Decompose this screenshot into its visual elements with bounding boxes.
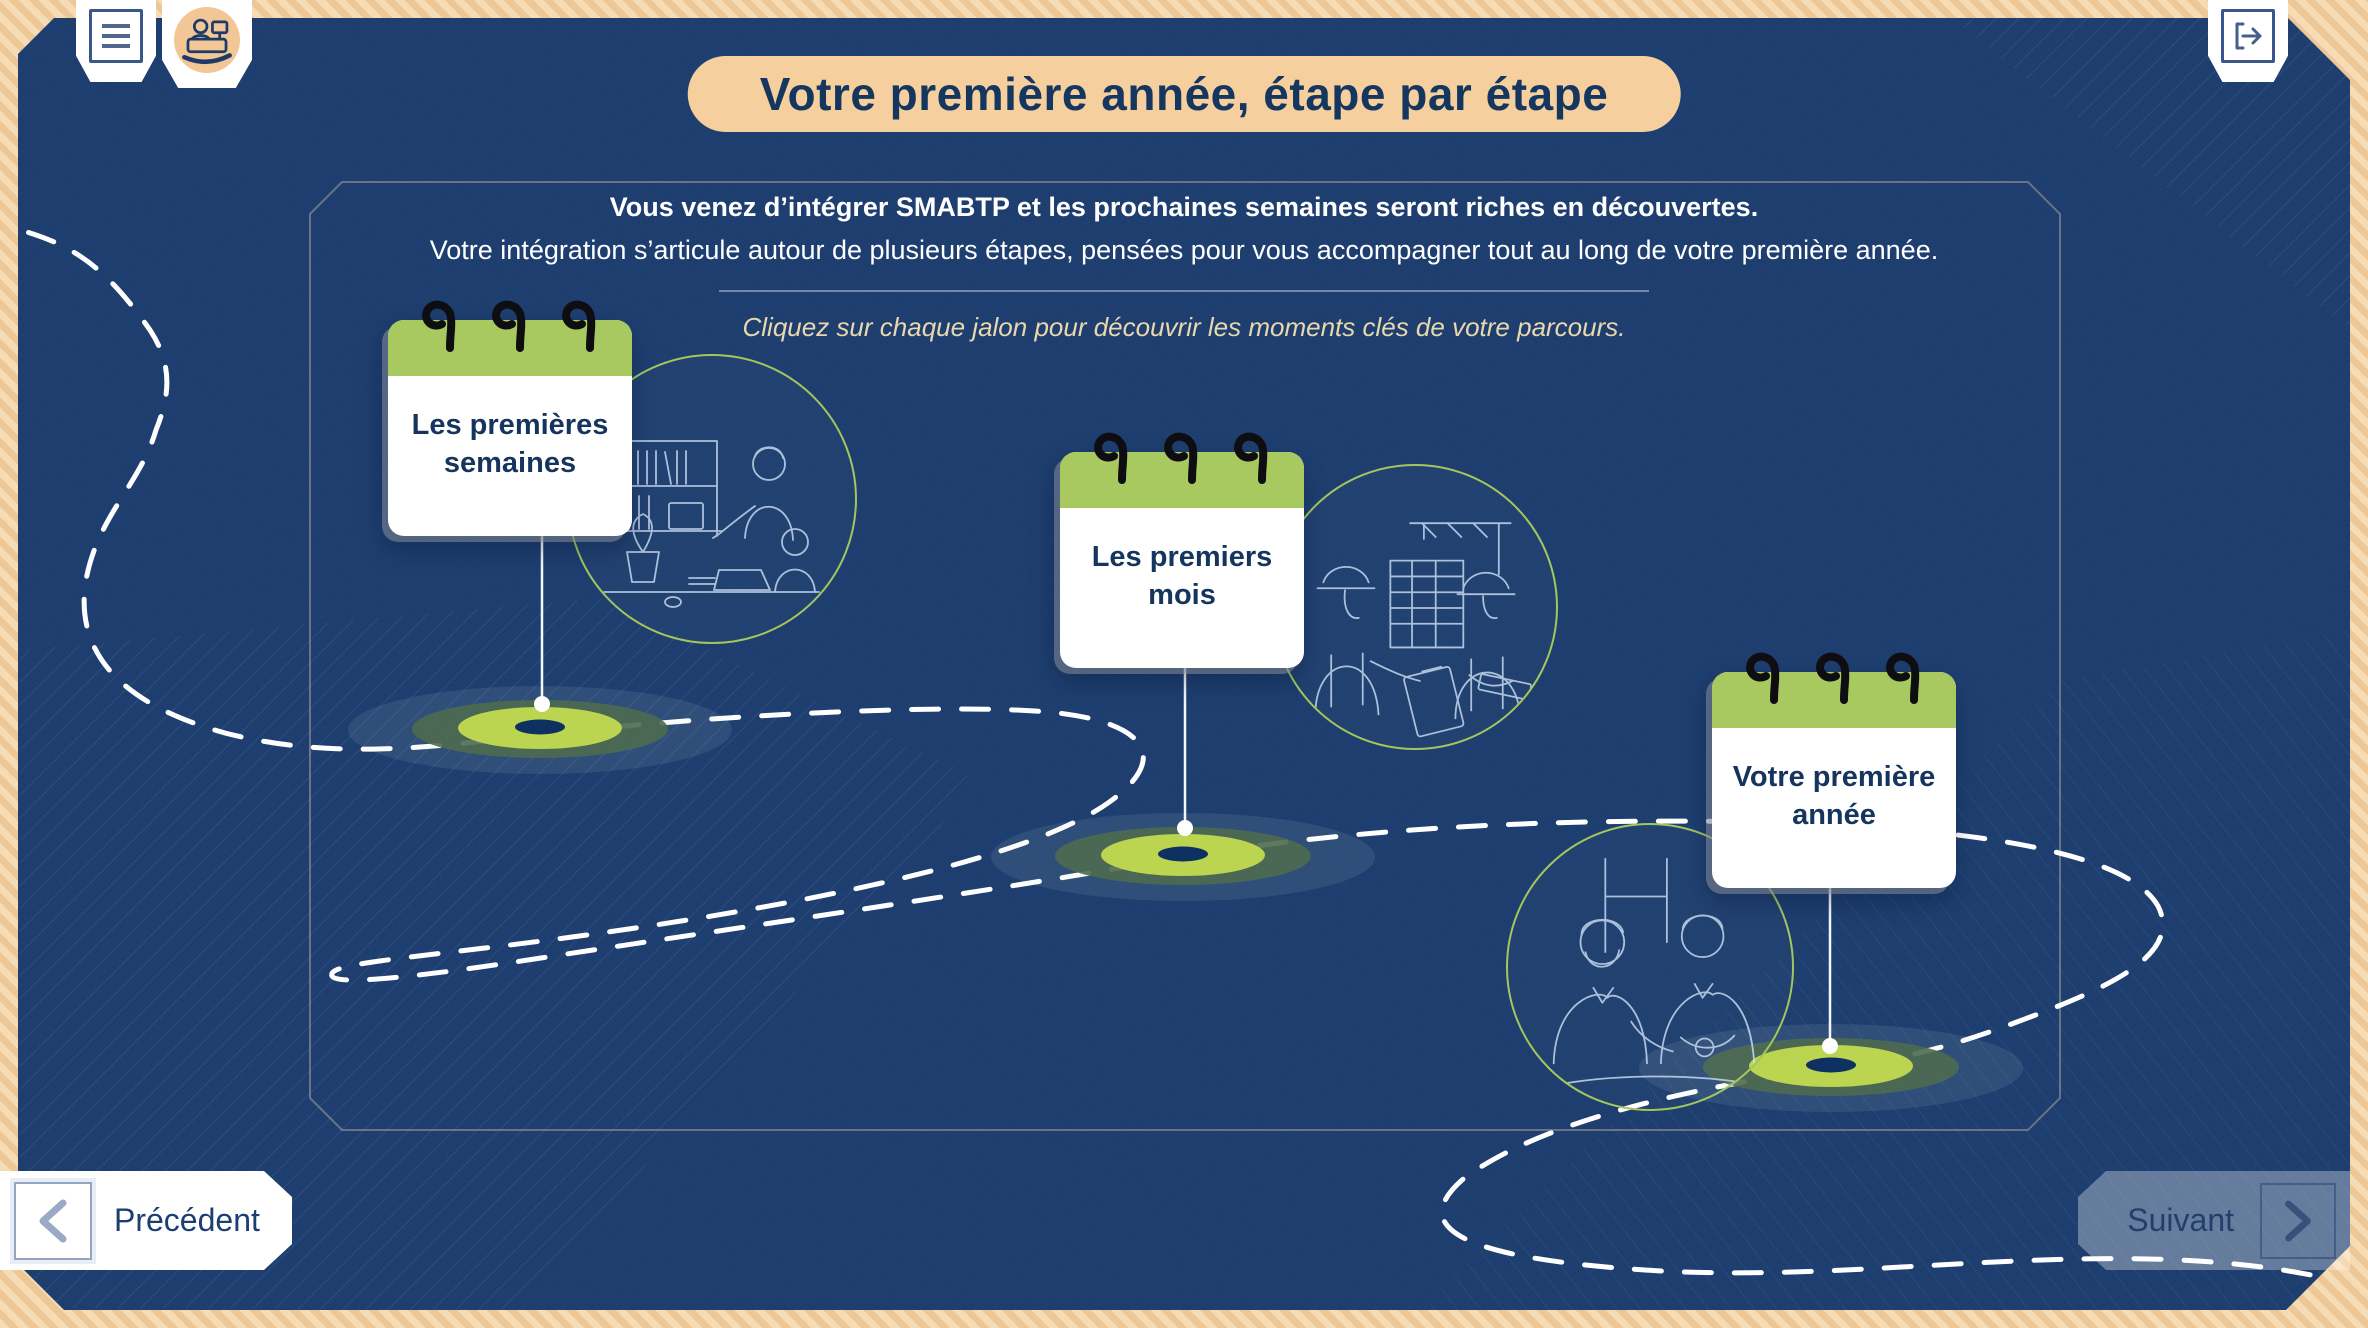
exit-button[interactable] xyxy=(2208,0,2288,82)
blueprint-hatch-topright xyxy=(1950,18,2350,330)
previous-label: Précédent xyxy=(114,1202,260,1238)
milestone-pin-3 xyxy=(1639,1024,2023,1112)
hamburger-menu-icon xyxy=(89,9,143,63)
illustration-first-year xyxy=(1506,823,1794,1111)
chevron-left-icon xyxy=(10,1177,96,1264)
intro-line: Votre intégration s’articule autour de p… xyxy=(429,235,1939,265)
next-label: Suivant xyxy=(2127,1202,2234,1238)
calendar-rings xyxy=(1712,650,1956,708)
calendar-paper: Votre première année xyxy=(1712,672,1956,888)
exit-icon xyxy=(2221,9,2275,63)
intro-instruction: Cliquez sur chaque jalon pour découvrir … xyxy=(742,312,1626,342)
page-title-banner: Votre première année, étape par étape xyxy=(687,56,1681,132)
menu-button[interactable] xyxy=(76,0,156,82)
blueprint-hatch-left xyxy=(20,598,980,1310)
milestone-card-first-weeks[interactable]: Les premières semaines xyxy=(388,298,632,536)
milestone-card-first-year[interactable]: Votre première année xyxy=(1712,650,1956,888)
calendar-rings xyxy=(388,298,632,356)
milestone-label: Les premiers mois xyxy=(1091,541,1273,611)
milestone-pin-2 xyxy=(991,813,1375,901)
next-button-disabled[interactable]: Suivant xyxy=(2078,1171,2350,1270)
journey-dashed-path xyxy=(18,217,2350,1298)
previous-button[interactable]: Précédent xyxy=(0,1171,292,1270)
milestone-pin-1 xyxy=(348,686,732,774)
milestone-card-first-months[interactable]: Les premiers mois xyxy=(1060,430,1304,668)
milestone-label: Les premières semaines xyxy=(411,409,609,479)
content-panel-outline xyxy=(309,181,2061,1131)
blueprint-hatch-right xyxy=(1420,630,2350,1310)
intro-divider xyxy=(719,290,1649,292)
illustration-first-months xyxy=(1272,464,1558,750)
page-title: Votre première année, étape par étape xyxy=(759,68,1609,120)
intro-line-bold: Vous venez d’intégrer SMABTP et les proc… xyxy=(609,192,1759,222)
chevron-right-icon xyxy=(2260,1182,2336,1259)
calendar-paper: Les premières semaines xyxy=(388,320,632,536)
reception-character-icon xyxy=(174,7,240,73)
intro-block: Vous venez d’intégrer SMABTP et les proc… xyxy=(274,192,2094,343)
calendar-rings xyxy=(1060,430,1304,488)
milestone-label: Votre première année xyxy=(1732,761,1936,831)
guide-character-button[interactable] xyxy=(162,0,252,88)
